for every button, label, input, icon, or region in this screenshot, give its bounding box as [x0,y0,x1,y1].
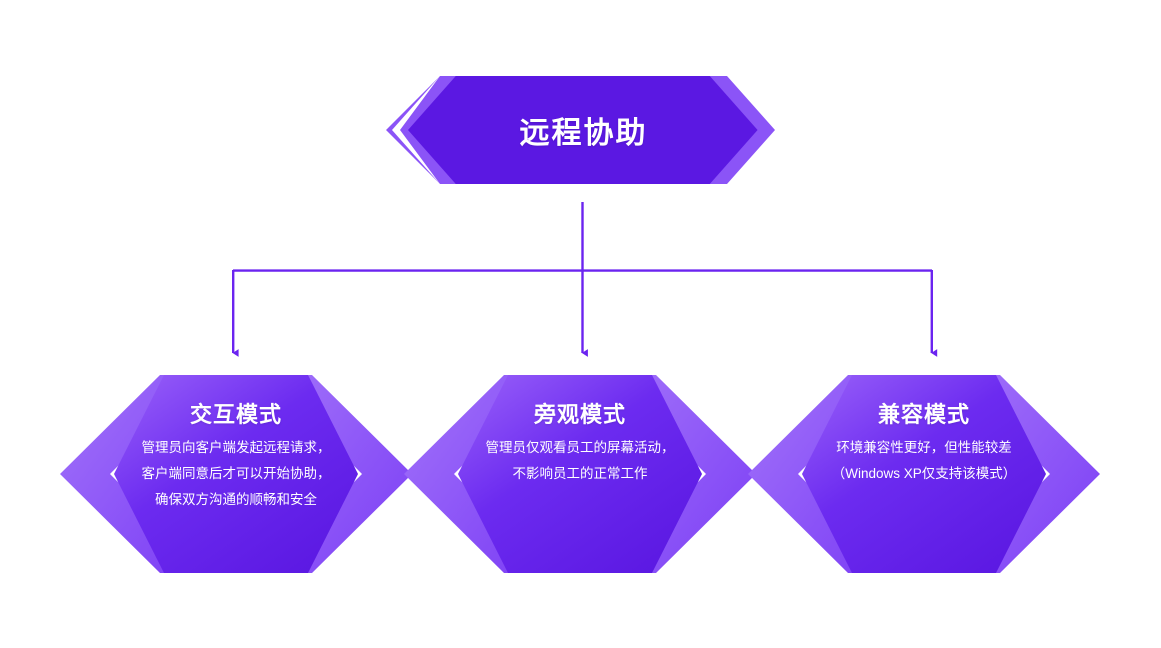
root-right-chevron [689,76,775,184]
leaf1-text-block: 交互模式 管理员向客户端发起远程请求，客户端同意后才可以开始协助，确保双方沟通的… [60,375,412,573]
leaf1-description: 管理员向客户端发起远程请求，客户端同意后才可以开始协助，确保双方沟通的顺畅和安全 [141,440,331,507]
root-node-label: 远程协助 [519,117,648,150]
leaf3-hex-body [802,375,1046,573]
leaf-shape-1 [60,375,412,573]
leaf-node-observer-mode[interactable]: 旁观模式 管理员仅观看员工的屏幕活动，不影响员工的正常工作 [404,375,756,573]
leaf1-hex-body [114,375,358,573]
leaf2-hex-body [458,375,702,573]
leaf-shape-2 [404,375,756,573]
leaf2-title: 旁观模式 [533,402,626,427]
leaf3-text-block: 兼容模式 环境兼容性更好，但性能较差（Windows XP仅支持该模式） [748,375,1100,573]
leaf-shape-3 [748,375,1100,573]
leaf2-left-chevron [404,375,552,573]
leaf2-text-block: 旁观模式 管理员仅观看员工的屏幕活动，不影响员工的正常工作 [404,375,756,573]
root-hex-body [408,76,758,184]
leaf3-title: 兼容模式 [877,402,970,427]
leaf1-right-chevron [264,375,412,573]
leaf3-right-chevron [952,375,1100,573]
leaf3-description: 环境兼容性更好，但性能较差（Windows XP仅支持该模式） [831,440,1017,481]
leaf2-right-chevron [608,375,756,573]
leaf-node-interactive-mode[interactable]: 交互模式 管理员向客户端发起远程请求，客户端同意后才可以开始协助，确保双方沟通的… [60,375,412,573]
leaf1-title: 交互模式 [189,402,282,427]
leaf-node-compatibility-mode[interactable]: 兼容模式 环境兼容性更好，但性能较差（Windows XP仅支持该模式） [748,375,1100,573]
root-node[interactable]: 远程协助 [386,76,781,184]
leaf3-left-chevron [748,375,896,573]
leaf2-description: 管理员仅观看员工的屏幕活动，不影响员工的正常工作 [485,440,675,481]
root-left-chevron [386,76,478,184]
leaf1-left-chevron [60,375,208,573]
root-node-shape [386,76,775,184]
